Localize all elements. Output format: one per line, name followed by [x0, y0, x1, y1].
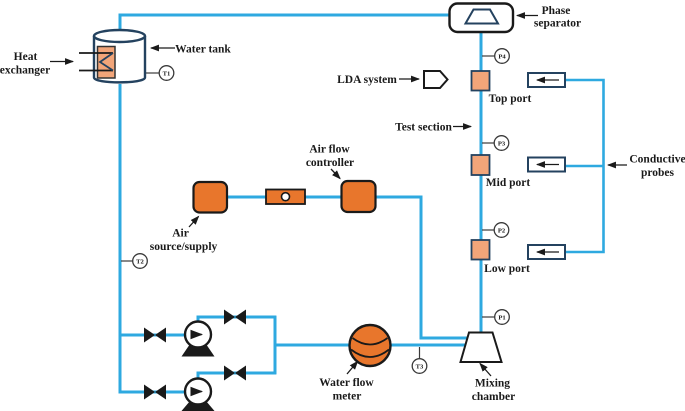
pump-1 [181, 320, 215, 357]
sensor-t3: T3 [411, 358, 428, 374]
conductive-probe-low [527, 244, 566, 260]
mixing-chamber-symbol [459, 331, 503, 363]
pump-2 [181, 377, 215, 411]
conductive-probes-label-line1: Conductive [629, 154, 685, 166]
sensor-p3-label: P3 [498, 140, 506, 147]
lda-probe-icon [423, 70, 449, 89]
air-source-label-line1: Air [172, 228, 189, 240]
air-flow-controller-box [340, 179, 377, 214]
valve-icon [224, 365, 246, 381]
heat-exchanger-coil [79, 45, 116, 79]
sensor-t2: T2 [132, 253, 148, 269]
water-flow-meter-label-line2: meter [333, 391, 362, 403]
low-port-label: Low port [484, 263, 530, 275]
heat-exchanger-label-line1: Heat [14, 51, 38, 63]
top-port-square [470, 70, 491, 92]
sensor-p1: P1 [494, 309, 510, 325]
mixing-chamber-arrow-icon [479, 362, 492, 377]
top-port-label: Top port [489, 93, 532, 105]
phase-separator-label-line2: separator [534, 18, 581, 30]
air-source-box [192, 180, 229, 214]
lda-system-label: LDA system [337, 74, 397, 86]
phase-separator-label-line1: Phase [542, 5, 571, 17]
pipe-air-to-chamber [227, 195, 470, 340]
conductive-probe-top [527, 72, 566, 88]
valve-icon [224, 309, 246, 325]
conductive-probe-mid [527, 156, 566, 173]
mid-port-label: Mid port [486, 177, 531, 189]
sensor-t1-label: T1 [163, 70, 171, 77]
sensor-p2: P2 [493, 222, 510, 238]
sensor-p4: P4 [494, 48, 510, 64]
separator-funnel-icon [463, 8, 500, 25]
sensor-t1: T1 [158, 65, 175, 81]
water-flow-meter-symbol [348, 323, 392, 368]
air-source-arrow-icon [188, 215, 200, 228]
sensor-p4-label: P4 [498, 53, 506, 60]
air-flow-controller-arrow-icon [330, 168, 341, 180]
valve-icon [144, 327, 166, 343]
sensor-t3-label: T3 [416, 363, 424, 370]
sensor-p1-label: P1 [498, 314, 505, 321]
air-source-label-line2: source/supply [150, 241, 218, 253]
phase-separator [448, 2, 515, 34]
water-flow-meter-arrow-icon [346, 360, 359, 375]
water-tank-label: Water tank [175, 44, 231, 56]
air-rotameter [265, 188, 306, 205]
pipe-separator-to-tank [118, 13, 451, 34]
conductive-probes-label-line2: probes [641, 167, 675, 179]
valve-icon [144, 384, 166, 400]
pipe-probe-bus [564, 78, 605, 254]
air-flow-controller-label-line2: controller [306, 157, 354, 169]
heat-exchanger-label-line2: exchanger [0, 65, 50, 77]
mid-port-square [470, 154, 491, 176]
low-port-square [470, 239, 491, 261]
sensor-t2-label: T2 [136, 258, 144, 265]
mixing-chamber-label-line1: Mixing [475, 378, 510, 390]
water-flow-meter-label-line1: Water flow [319, 377, 374, 389]
air-flow-controller-label-line1: Air flow [309, 144, 350, 156]
sensor-p3: P3 [493, 135, 510, 151]
test-section-label: Test section [395, 122, 452, 134]
mixing-chamber-label-line2: chamber [472, 391, 515, 403]
sensor-p2-label: P2 [498, 227, 506, 234]
